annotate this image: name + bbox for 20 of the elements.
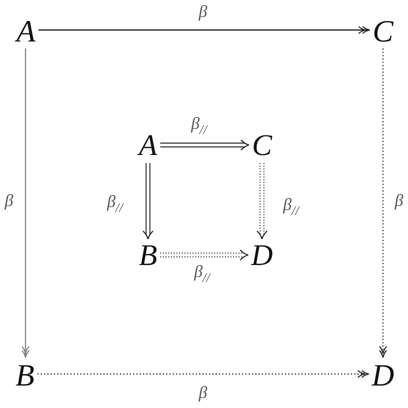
dotted-double-arrow	[160, 249, 249, 261]
node-label: A	[16, 16, 36, 46]
node-label: C	[372, 16, 394, 46]
edge-label: β	[198, 383, 208, 403]
double-arrow	[160, 139, 250, 151]
double-arrow	[142, 162, 154, 240]
edge-label: β	[4, 191, 14, 211]
node-label: C	[251, 131, 273, 161]
edge-label: β$_{//}$	[106, 192, 124, 212]
edge-label: β	[198, 2, 208, 22]
edge-label: β	[394, 191, 404, 211]
node-label: D	[250, 241, 274, 271]
edge-label: β$_{//}$	[193, 262, 211, 282]
node-label: B	[138, 241, 158, 271]
node-label: B	[14, 360, 36, 390]
edge-label: β$_{//}$	[282, 195, 300, 215]
node-label: A	[138, 131, 158, 161]
node-label: D	[370, 360, 396, 390]
edge-label: β$_{//}$	[190, 114, 208, 134]
dotted-double-arrow	[256, 162, 268, 240]
